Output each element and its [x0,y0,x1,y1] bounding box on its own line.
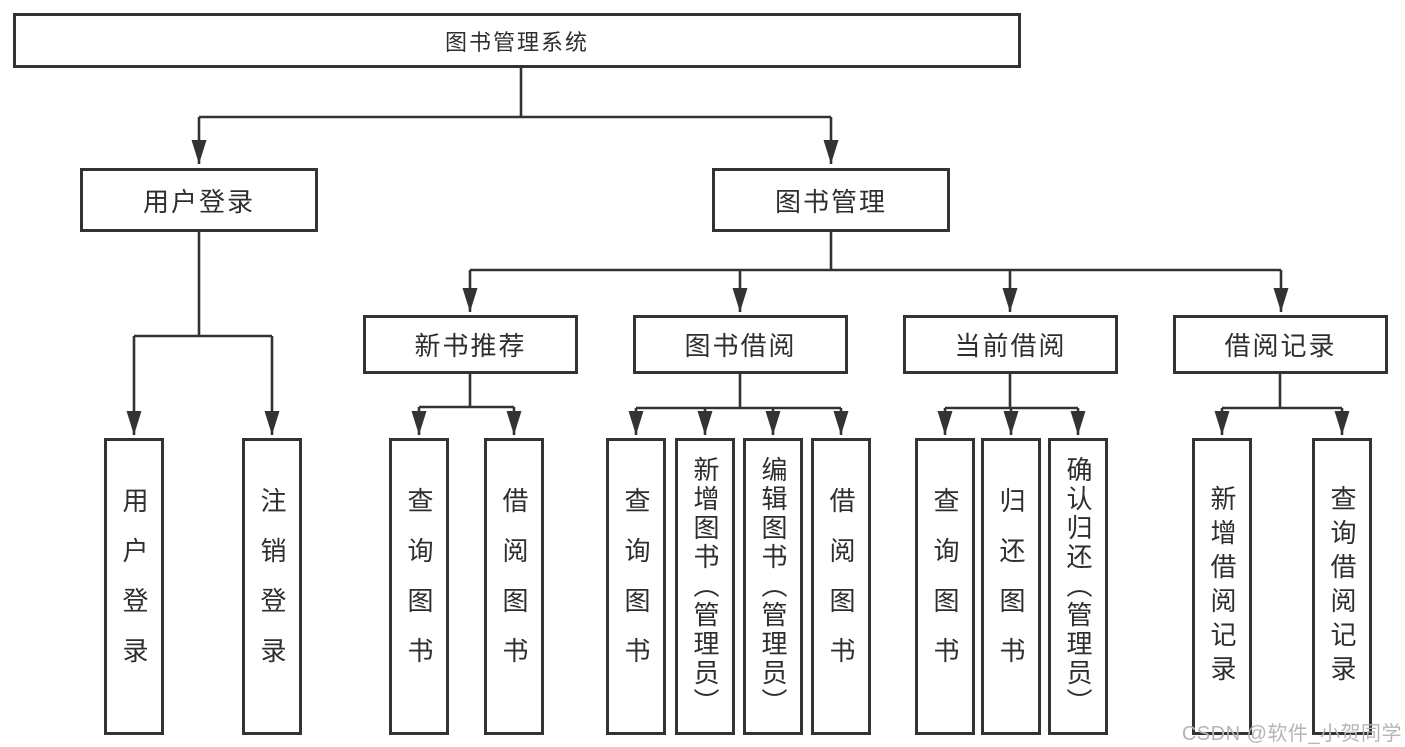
node-borrow-records: 借阅记录 [1173,315,1388,374]
leaf-query-books-current: 查询图书 [915,438,975,735]
leaf-add-book-admin: 新增图书（管理员） [675,438,735,735]
connector-borrow-records-children [1214,374,1350,435]
node-root-system: 图书管理系统 [13,13,1021,68]
node-book-management: 图书管理 [712,168,950,232]
leaf-borrow-book: 借阅图书 [811,438,871,735]
leaf-borrow-book-recommend: 借阅图书 [484,438,544,735]
leaf-query-borrow-record: 查询借阅记录 [1312,438,1372,735]
csdn-watermark: CSDN @软件_小贺同学 [1181,723,1402,745]
leaf-confirm-return-admin: 确认归还（管理员） [1048,438,1108,735]
node-new-book-recommend: 新书推荐 [363,315,578,374]
leaf-add-borrow-record: 新增借阅记录 [1192,438,1252,735]
leaf-query-books-recommend: 查询图书 [389,438,449,735]
connector-book-management-children [462,232,1289,312]
leaf-return-book: 归还图书 [981,438,1041,735]
connector-new-book-children [411,374,522,435]
connector-book-borrow-children [628,374,849,435]
leaf-user-login: 用户登录 [104,438,164,735]
connector-root-to-level2 [191,68,839,164]
node-current-borrow: 当前借阅 [903,315,1118,374]
connector-current-borrow-children [937,374,1086,435]
leaf-edit-book-admin: 编辑图书（管理员） [743,438,803,735]
node-user-login: 用户登录 [80,168,318,232]
connector-user-login-children [126,232,280,435]
node-book-borrow: 图书借阅 [633,315,848,374]
leaf-logout: 注销登录 [242,438,302,735]
leaf-query-books-borrow: 查询图书 [606,438,666,735]
